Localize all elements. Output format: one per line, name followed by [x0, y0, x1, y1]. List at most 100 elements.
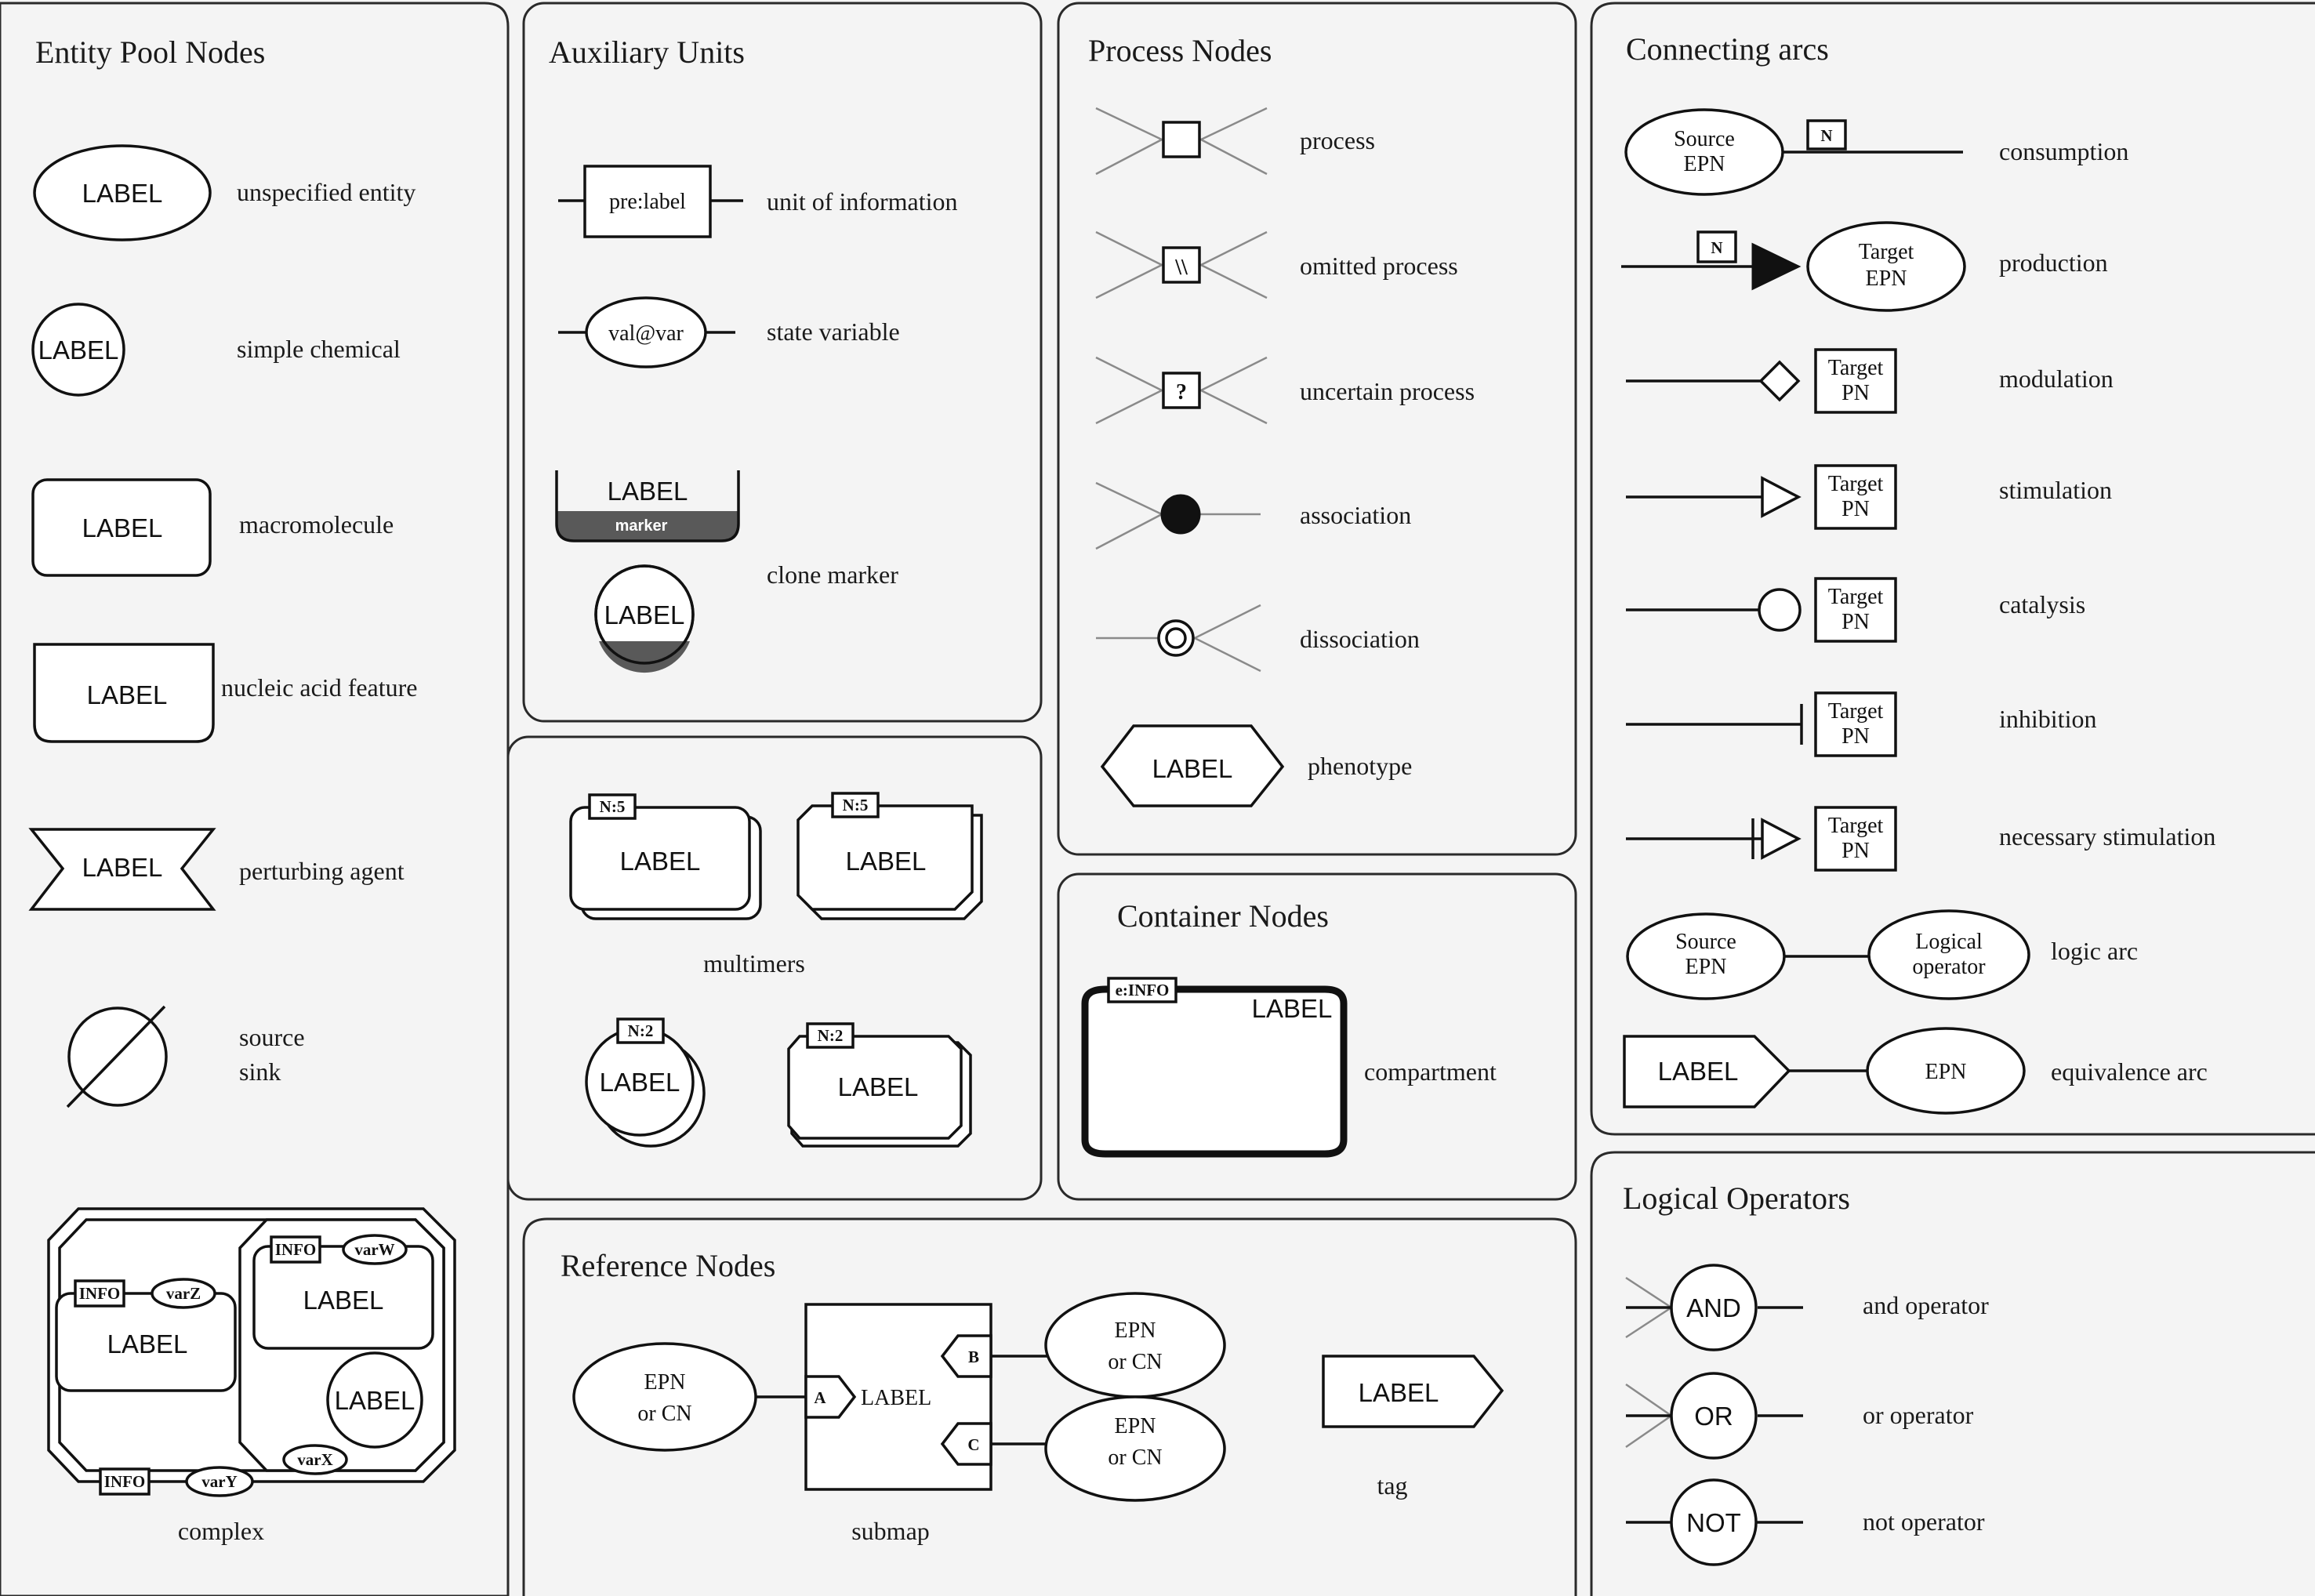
- svg-text:PN: PN: [1841, 839, 1870, 863]
- clone-marker-desc: clone marker: [767, 560, 898, 589]
- or-operator-glyph: OR: [1625, 1372, 1803, 1460]
- submap-target-b: [1044, 1292, 1226, 1398]
- macromolecule-desc: macromolecule: [239, 510, 394, 539]
- svg-text:varW: varW: [354, 1240, 394, 1259]
- svg-text:C: C: [967, 1435, 979, 1454]
- svg-text:Source: Source: [1675, 930, 1736, 954]
- auxiliary-title: Auxiliary Units: [549, 34, 745, 70]
- complex-desc: complex: [178, 1517, 264, 1545]
- perturbing-agent-desc: perturbing agent: [239, 857, 405, 885]
- omitted-process-glyph: \\: [1095, 230, 1268, 299]
- svg-text:\\: \\: [1174, 256, 1188, 280]
- svg-text:INFO: INFO: [104, 1472, 146, 1491]
- panel-reference: [522, 1217, 1577, 1596]
- equivalence-arc-desc: equivalence arc: [2051, 1057, 2208, 1086]
- svg-text:B: B: [968, 1348, 979, 1366]
- svg-text:or CN: or CN: [637, 1402, 691, 1426]
- svg-text:LABEL: LABEL: [1152, 754, 1233, 783]
- modulation-desc: modulation: [1999, 365, 2114, 393]
- svg-text:marker: marker: [615, 517, 668, 535]
- logic-arc-glyph: Source EPN Logical operator: [1626, 909, 2030, 1000]
- svg-text:PN: PN: [1841, 381, 1870, 405]
- svg-text:EPN: EPN: [1685, 955, 1727, 979]
- container-section: Container Nodes e:INFO LABEL compartment: [1081, 898, 1497, 1158]
- svg-text:or CN: or CN: [1108, 1350, 1162, 1374]
- multimers-desc: multimers: [703, 949, 805, 978]
- svg-text:A: A: [814, 1388, 826, 1407]
- svg-text:EPN: EPN: [1866, 267, 1907, 291]
- and-operator-glyph: AND: [1625, 1264, 1803, 1351]
- logical-operators-section: Logical Operators AND and operator OR or…: [1623, 1181, 1989, 1566]
- process-title: Process Nodes: [1088, 33, 1272, 68]
- svg-text:N:5: N:5: [600, 797, 626, 816]
- multimer-macromolecule-glyph: LABEL N:5: [569, 793, 762, 920]
- svg-text:LABEL: LABEL: [303, 1286, 384, 1315]
- svg-text:LABEL: LABEL: [838, 1072, 919, 1101]
- svg-text:N: N: [1820, 126, 1832, 145]
- panel-logical-operators: [1590, 1151, 2315, 1596]
- svg-text:EPN: EPN: [1115, 1414, 1156, 1438]
- multimer-nucleic-acid-glyph: LABEL N:5: [796, 792, 983, 920]
- not-operator-glyph: NOT: [1626, 1478, 1803, 1566]
- svg-text:?: ?: [1176, 380, 1187, 404]
- svg-text:PN: PN: [1841, 497, 1870, 521]
- not-operator-desc: not operator: [1863, 1507, 1985, 1536]
- svg-text:EPN: EPN: [1925, 1060, 1967, 1084]
- simple-chemical-desc: simple chemical: [237, 335, 401, 363]
- perturbing-agent-label: LABEL: [82, 853, 163, 882]
- svg-text:operator: operator: [1912, 955, 1986, 979]
- reference-section: Reference Nodes EPN or CN A LABEL B C EP…: [561, 1248, 1504, 1545]
- submap-desc: submap: [851, 1517, 930, 1545]
- svg-text:Target: Target: [1828, 472, 1884, 496]
- entity-pool-section: Entity Pool Nodes LABEL unspecified enti…: [28, 34, 456, 1545]
- simple-chemical-glyph: [31, 303, 125, 397]
- production-glyph: Target EPN N: [1621, 221, 1966, 312]
- source-sink-glyph: [66, 1005, 168, 1108]
- association-glyph: [1095, 481, 1261, 550]
- auxiliary-section: Auxiliary Units pre:label unit of inform…: [549, 34, 958, 673]
- submap-label: LABEL: [861, 1386, 931, 1410]
- association-desc: association: [1300, 501, 1411, 529]
- nucleic-acid-feature-desc: nucleic acid feature: [221, 673, 418, 702]
- svg-text:Target: Target: [1828, 585, 1884, 609]
- process-desc: process: [1300, 126, 1375, 154]
- logical-operators-title: Logical Operators: [1623, 1181, 1850, 1216]
- process-glyph: [1095, 107, 1268, 176]
- stimulation-desc: stimulation: [1999, 476, 2112, 504]
- uncertain-process-glyph: ?: [1095, 356, 1268, 425]
- unit-of-information-label: pre:label: [609, 190, 686, 214]
- svg-text:PN: PN: [1841, 610, 1870, 634]
- svg-text:N:2: N:2: [628, 1021, 654, 1040]
- compartment-desc: compartment: [1364, 1057, 1497, 1086]
- svg-text:INFO: INFO: [275, 1240, 317, 1259]
- svg-text:INFO: INFO: [79, 1284, 121, 1303]
- phenotype-desc: phenotype: [1308, 752, 1412, 780]
- clone-marker-macromolecule-glyph: LABEL marker: [555, 470, 740, 542]
- equivalence-arc-glyph: LABEL EPN: [1623, 1027, 2026, 1115]
- submap-target-c: [1044, 1395, 1226, 1502]
- nucleic-acid-feature-label: LABEL: [87, 680, 168, 709]
- svg-text:Logical: Logical: [1915, 930, 1983, 954]
- svg-text:EPN: EPN: [1684, 152, 1725, 176]
- multimer-complex-glyph: LABEL N:2: [787, 1022, 972, 1148]
- simple-chemical-label: LABEL: [38, 336, 119, 365]
- svg-text:EPN: EPN: [644, 1370, 686, 1395]
- state-variable-desc: state variable: [767, 317, 900, 346]
- or-operator-desc: or operator: [1863, 1401, 1974, 1429]
- logic-arc-desc: logic arc: [2051, 937, 2138, 965]
- compartment-label: LABEL: [1252, 994, 1333, 1023]
- unspecified-entity-desc: unspecified entity: [237, 178, 415, 206]
- tag-desc: tag: [1377, 1471, 1407, 1500]
- macromolecule-label: LABEL: [82, 513, 163, 542]
- modulation-glyph: Target PN: [1626, 348, 1897, 414]
- svg-text:NOT: NOT: [1686, 1508, 1741, 1537]
- omitted-process-desc: omitted process: [1300, 252, 1458, 280]
- submap-source-epn: [572, 1342, 757, 1452]
- consumption-desc: consumption: [1999, 137, 2128, 165]
- dissociation-desc: dissociation: [1300, 625, 1420, 653]
- svg-text:LABEL: LABEL: [608, 477, 688, 506]
- svg-text:N:2: N:2: [818, 1026, 844, 1045]
- svg-text:LABEL: LABEL: [600, 1068, 680, 1097]
- svg-text:PN: PN: [1841, 724, 1870, 749]
- unspecified-entity-glyph: [33, 144, 212, 241]
